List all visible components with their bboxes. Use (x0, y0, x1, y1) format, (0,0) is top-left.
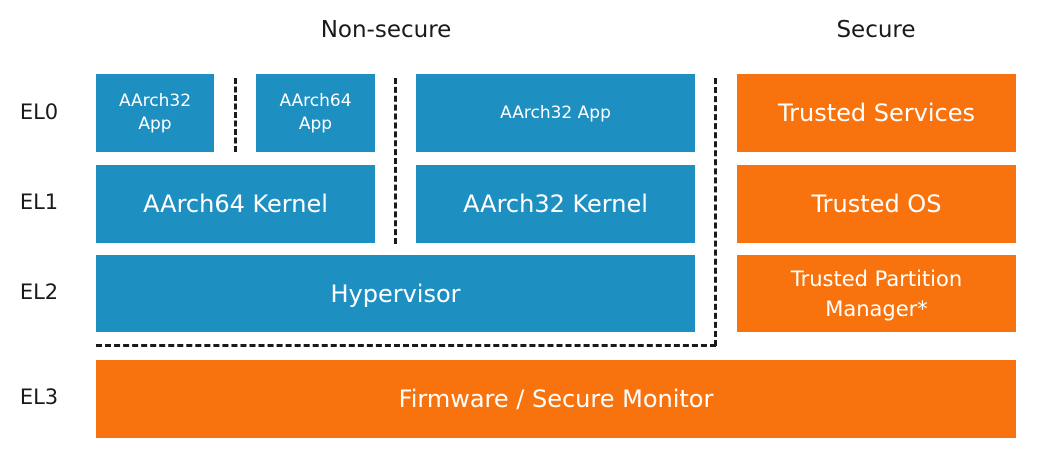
trusted-partition-manager-box: Trusted Partition Manager* (737, 255, 1016, 332)
separator-secure-horizontal (96, 344, 716, 347)
separator-vm (394, 78, 397, 244)
aarch32-kernel-box: AArch32 Kernel (416, 165, 695, 243)
separator-secure-vertical (714, 78, 717, 346)
aarch32-kernel-label: AArch32 Kernel (463, 190, 648, 218)
trusted-services-box: Trusted Services (737, 74, 1016, 152)
aarch32-app-wide-label: AArch32 App (500, 103, 611, 123)
trusted-services-label: Trusted Services (778, 99, 975, 127)
level-label-el0: EL0 (19, 100, 59, 124)
aarch32-app-label: AArch32 App (118, 91, 192, 134)
trusted-os-box: Trusted OS (737, 165, 1016, 243)
level-label-el2: EL2 (19, 280, 59, 304)
aarch32-app-wide-box: AArch32 App (416, 74, 695, 152)
secure-header: Secure (836, 17, 916, 43)
aarch64-app-label: AArch64 App (279, 91, 352, 134)
trusted-partition-manager-label: Trusted Partition Manager* (790, 266, 963, 321)
trusted-os-label: Trusted OS (811, 190, 942, 218)
aarch32-app-box: AArch32 App (96, 74, 214, 152)
aarch64-kernel-label: AArch64 Kernel (143, 190, 328, 218)
aarch64-kernel-box: AArch64 Kernel (96, 165, 375, 243)
firmware-secure-monitor-box: Firmware / Secure Monitor (96, 360, 1016, 438)
hypervisor-label: Hypervisor (330, 279, 461, 308)
aarch64-app-box: AArch64 App (256, 74, 375, 152)
firmware-secure-monitor-label: Firmware / Secure Monitor (398, 385, 714, 413)
hypervisor-box: Hypervisor (96, 255, 695, 332)
separator-app-1 (234, 78, 237, 152)
level-label-el3: EL3 (19, 385, 59, 409)
level-label-el1: EL1 (19, 190, 59, 214)
non-secure-header: Non-secure (320, 17, 452, 43)
